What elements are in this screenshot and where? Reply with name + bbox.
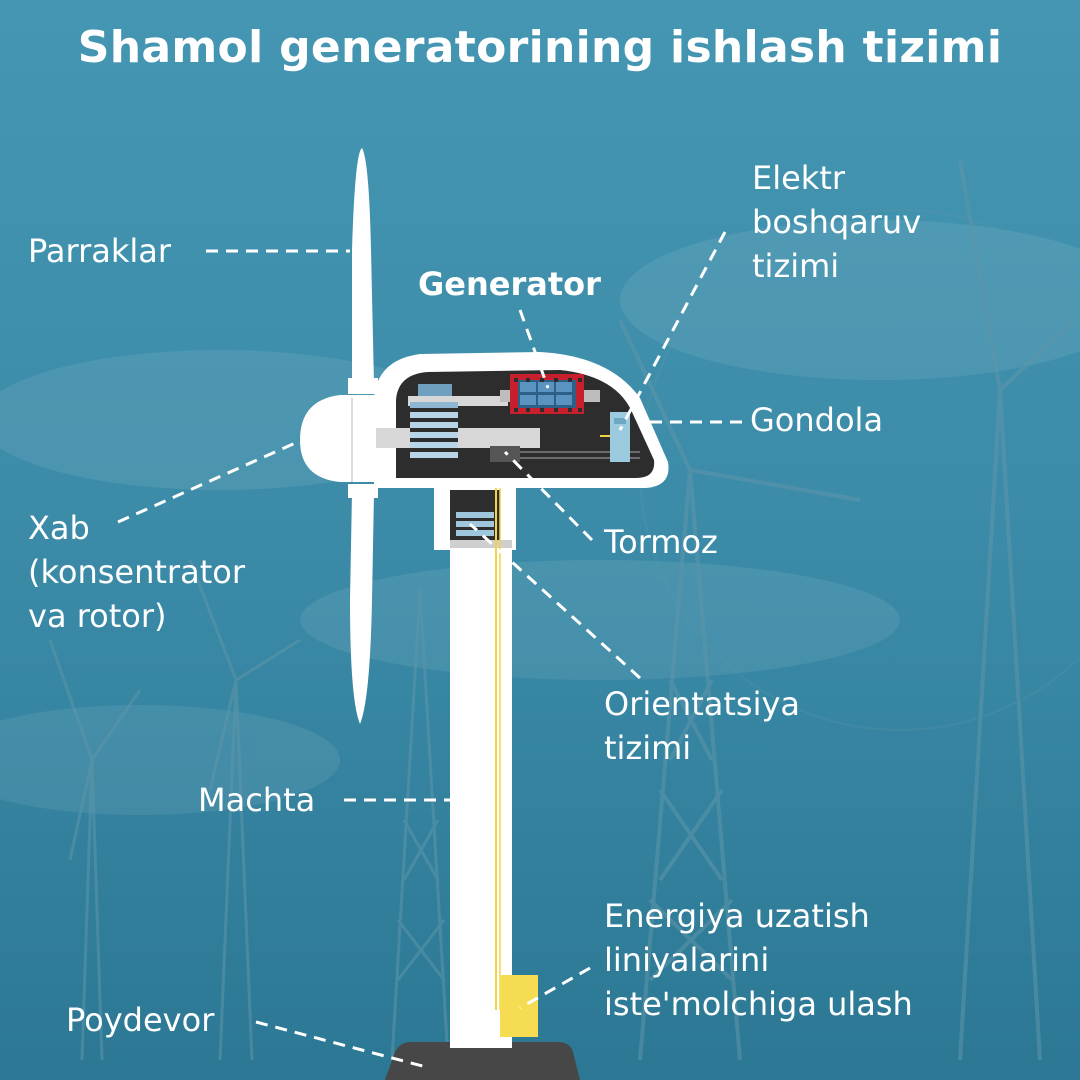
label-tormoz: Tormoz [604, 523, 718, 561]
label-xab: Xab (konsentrator va rotor) [28, 506, 245, 638]
label-orientatsiya-line2: tizimi [604, 729, 692, 767]
yaw-gear [456, 512, 494, 536]
label-energiya: Energiya uzatish liniyalarini iste'molch… [604, 894, 913, 1026]
label-elektr-boshqaruv: Elektr boshqaruv tizimi [752, 156, 921, 288]
control-cabinet [610, 412, 630, 462]
label-xab-line2: (konsentrator [28, 553, 245, 591]
label-gondola: Gondola [750, 401, 884, 439]
leader-energiya [519, 966, 591, 1010]
label-elektr-line2: boshqaruv [752, 203, 922, 241]
label-elektr-line1: Elektr [752, 159, 846, 197]
leader-tormoz [503, 450, 594, 542]
label-xab-line1: Xab [28, 509, 90, 547]
label-energiya-line3: iste'molchiga ulash [604, 985, 913, 1023]
bg-turbine-center [390, 589, 450, 1061]
label-energiya-line2: liniyalarini [604, 941, 770, 979]
tower [450, 548, 512, 1048]
label-orientatsiya: Orientatsiya tizimi [604, 682, 800, 770]
leader-xab [117, 438, 303, 524]
leader-lines [117, 231, 742, 1070]
grid-connection-box [500, 975, 538, 1037]
label-xab-line3: va rotor) [28, 597, 167, 635]
bg-turbine-far-right [958, 159, 1077, 1061]
bg-turbine-left [48, 639, 142, 1061]
generator-unit [510, 374, 584, 414]
leader-orientatsiya [468, 522, 642, 680]
leader-poydevor [255, 1020, 431, 1070]
blade-upper [352, 148, 374, 385]
bg-turbine-right [618, 319, 861, 1061]
label-poydevor: Poydevor [66, 1001, 215, 1039]
hub [300, 395, 376, 482]
label-parraklar: Parraklar [28, 232, 172, 270]
page-title: Shamol generatorining ishlash tizimi [77, 22, 1003, 73]
label-energiya-line1: Energiya uzatish [604, 897, 870, 935]
foundation [385, 1042, 580, 1080]
label-elektr-line3: tizimi [752, 247, 840, 285]
leader-elektr [618, 231, 727, 431]
bg-turbine-mid-left [188, 559, 301, 1061]
leader-generator [518, 309, 550, 389]
gearbox [410, 384, 458, 462]
blade-lower [350, 492, 374, 724]
label-generator: Generator [418, 265, 601, 303]
label-orientatsiya-line1: Orientatsiya [604, 685, 801, 723]
label-machta: Machta [198, 781, 316, 819]
background-turbines [48, 159, 1080, 1061]
